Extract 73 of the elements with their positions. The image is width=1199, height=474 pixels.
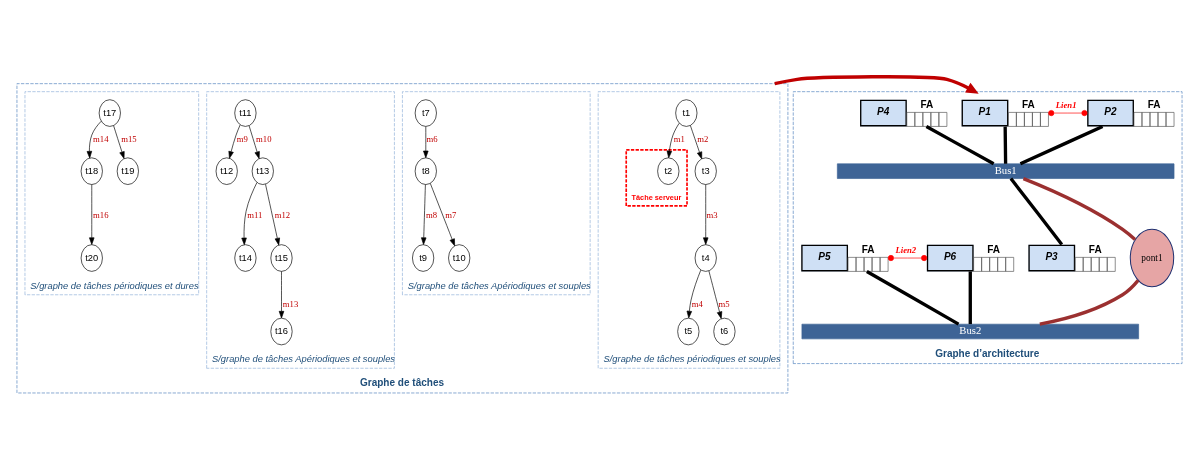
edge-label: m8	[425, 209, 438, 220]
node-ellipse: pont1	[1129, 228, 1175, 287]
edge-label: m15	[121, 133, 137, 144]
edge-label: m12	[274, 209, 291, 220]
edge-label: Lien1	[1055, 99, 1077, 110]
node-ellipse: t6	[713, 317, 736, 345]
node-ellipse: t4	[694, 243, 717, 272]
node-ellipse: t14	[234, 243, 257, 272]
edge-label: m10	[256, 133, 272, 144]
connector	[968, 270, 972, 324]
connector	[1048, 109, 1088, 116]
arrow	[423, 125, 429, 158]
arrow	[703, 183, 709, 245]
connector	[887, 254, 928, 261]
node-ellipse: t5	[677, 317, 700, 345]
node-box: Bus1	[837, 163, 1175, 179]
arrow	[686, 269, 702, 318]
node-ellipse: t10	[448, 243, 471, 272]
arrow	[278, 270, 285, 318]
connector	[925, 124, 995, 165]
node-ellipse: t20	[80, 243, 103, 272]
edge-label: m6	[426, 133, 438, 144]
arrow	[86, 120, 102, 158]
node-label: FA	[861, 243, 875, 255]
node-ellipse: t7	[414, 98, 437, 127]
arrow	[248, 124, 260, 159]
arrow	[228, 124, 241, 159]
edge-label: m13	[282, 298, 299, 309]
node-ellipse: t16	[270, 317, 293, 345]
edge-label: m14	[93, 133, 109, 144]
node-ellipse: t18	[80, 157, 103, 185]
node-ellipse: t15	[270, 243, 293, 272]
arrow	[708, 270, 723, 319]
edge-label: m2	[697, 133, 709, 144]
node-ellipse: t3	[694, 157, 717, 185]
node-ellipse: t19	[116, 157, 139, 185]
node-label: FA	[1088, 243, 1102, 255]
edge-label: m1	[673, 133, 685, 144]
node-label: FA	[987, 243, 1001, 255]
connector	[1019, 124, 1104, 165]
edge-label: m3	[706, 209, 718, 220]
node-ellipse: t17	[98, 98, 121, 127]
arrow	[113, 124, 125, 159]
arrow	[265, 183, 280, 245]
connector	[1003, 126, 1008, 164]
arrow	[241, 181, 258, 245]
node-ellipse: t13	[251, 157, 274, 185]
edge-label: m5	[718, 298, 730, 309]
edge-label: m16	[93, 209, 109, 220]
node-label: FA	[920, 98, 934, 110]
connector	[866, 269, 960, 326]
arrow	[429, 182, 455, 246]
node-ellipse: t9	[412, 243, 435, 272]
node-ellipse: t12	[215, 157, 238, 185]
edge-label: m4	[691, 298, 703, 309]
arrow	[666, 122, 680, 158]
node-ellipse: t11	[234, 98, 257, 127]
node-ellipse: t2	[657, 157, 680, 185]
arrow	[774, 74, 979, 94]
arrow	[421, 183, 427, 245]
edge-label: m7	[445, 209, 457, 220]
node-ellipse: t1	[675, 98, 698, 127]
edge-label: Lien2	[895, 244, 917, 255]
node-box: Bus2	[801, 323, 1139, 339]
node-label: FA	[1022, 98, 1035, 110]
edge-label: m11	[247, 209, 263, 220]
arrow	[690, 124, 703, 159]
connector	[1039, 278, 1140, 326]
arrow	[89, 183, 95, 245]
node-ellipse: t8	[414, 157, 437, 185]
node-label: FA	[1147, 98, 1161, 110]
connector	[1022, 176, 1137, 241]
edge-label: m9	[236, 133, 248, 144]
